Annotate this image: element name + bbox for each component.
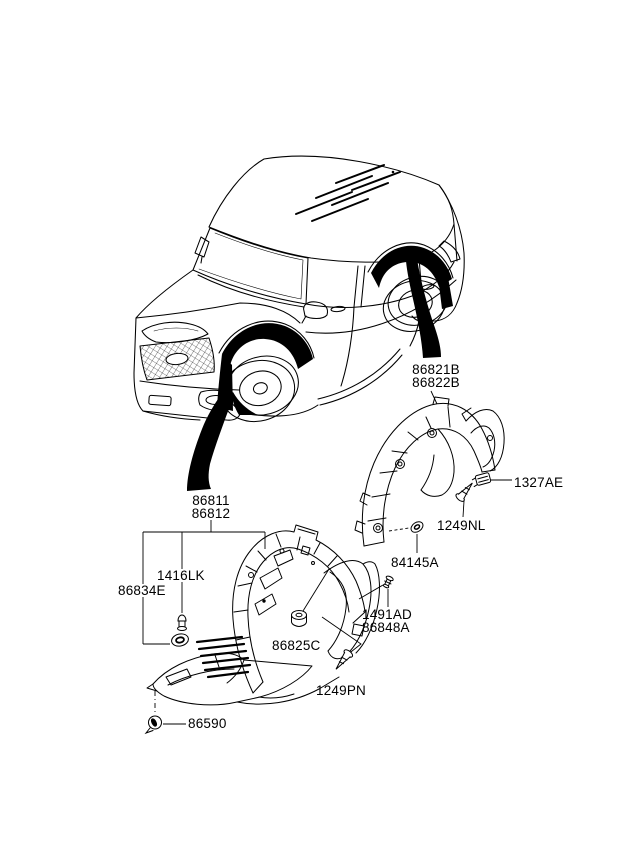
part-label-1327ae: 1327AE: [514, 475, 564, 490]
door-handle-front: [330, 305, 346, 313]
fastener-icons: [144, 472, 492, 735]
part-label-86822b: 86822B: [412, 375, 460, 390]
part-label-86825c: 86825C: [272, 638, 321, 653]
front-liner-arrow: [187, 396, 231, 491]
rocker: [317, 348, 403, 406]
part-label-86834e: 86834E: [116, 583, 168, 598]
vehicle-illustration: [133, 155, 465, 423]
taillight: [438, 240, 461, 263]
front-wheel-guard-drawing: [146, 524, 380, 706]
part-label-1249pn: 1249PN: [316, 683, 366, 698]
clipnut-icon-1327ae: [471, 472, 492, 488]
part-label-84145a: 84145A: [391, 555, 439, 570]
hood-front: [135, 302, 301, 324]
part-label-1491ad: 1491AD: [362, 607, 412, 622]
hood-edge: [135, 269, 194, 319]
front-arch-lip: [218, 320, 315, 359]
callout-arrows: [187, 258, 441, 491]
part-label-86811: 86811: [192, 493, 230, 508]
part-label-86821b: 86821B: [412, 362, 460, 377]
tailgate-edge: [438, 184, 465, 304]
clip-icon-1416lk: [177, 614, 187, 631]
screw-icon-1249nl: [455, 482, 473, 502]
wheel-guard-highlights: [217, 245, 453, 415]
door-handle-rear: [421, 284, 435, 290]
roof-dot: [391, 170, 395, 174]
part-label-1249nl: 1249NL: [437, 518, 486, 533]
left-mirror: [194, 236, 210, 264]
headlamp: [141, 321, 209, 344]
part-label-1416lk: 1416LK: [155, 568, 207, 583]
b-pillar: [353, 265, 366, 308]
rear-arch-lip: [367, 242, 454, 279]
screw-icon-1249pn: [335, 649, 354, 670]
nut-icon-86825c: [291, 610, 307, 628]
bolt-holes: [373, 428, 493, 533]
rear-liner-arrow: [406, 258, 441, 358]
brand-badge: [165, 352, 189, 366]
grommet-icon-84145a: [410, 521, 424, 533]
mud-guard: [152, 652, 313, 706]
windshield: [192, 227, 309, 305]
part-label-86812: 86812: [191, 506, 231, 521]
part-label-86590: 86590: [188, 716, 227, 731]
front-door-seam: [340, 306, 355, 387]
grommet-icon-86834e: [171, 633, 189, 647]
rear-wheel-guard-drawing: [354, 396, 505, 547]
screw-icon-86590: [144, 715, 162, 735]
part-label-86848a: 86848A: [362, 620, 410, 635]
liner-ribs: [195, 635, 252, 679]
roof-rails: [295, 164, 401, 222]
bumper-slot: [148, 394, 172, 407]
clip-icon-1491ad: [383, 575, 394, 589]
